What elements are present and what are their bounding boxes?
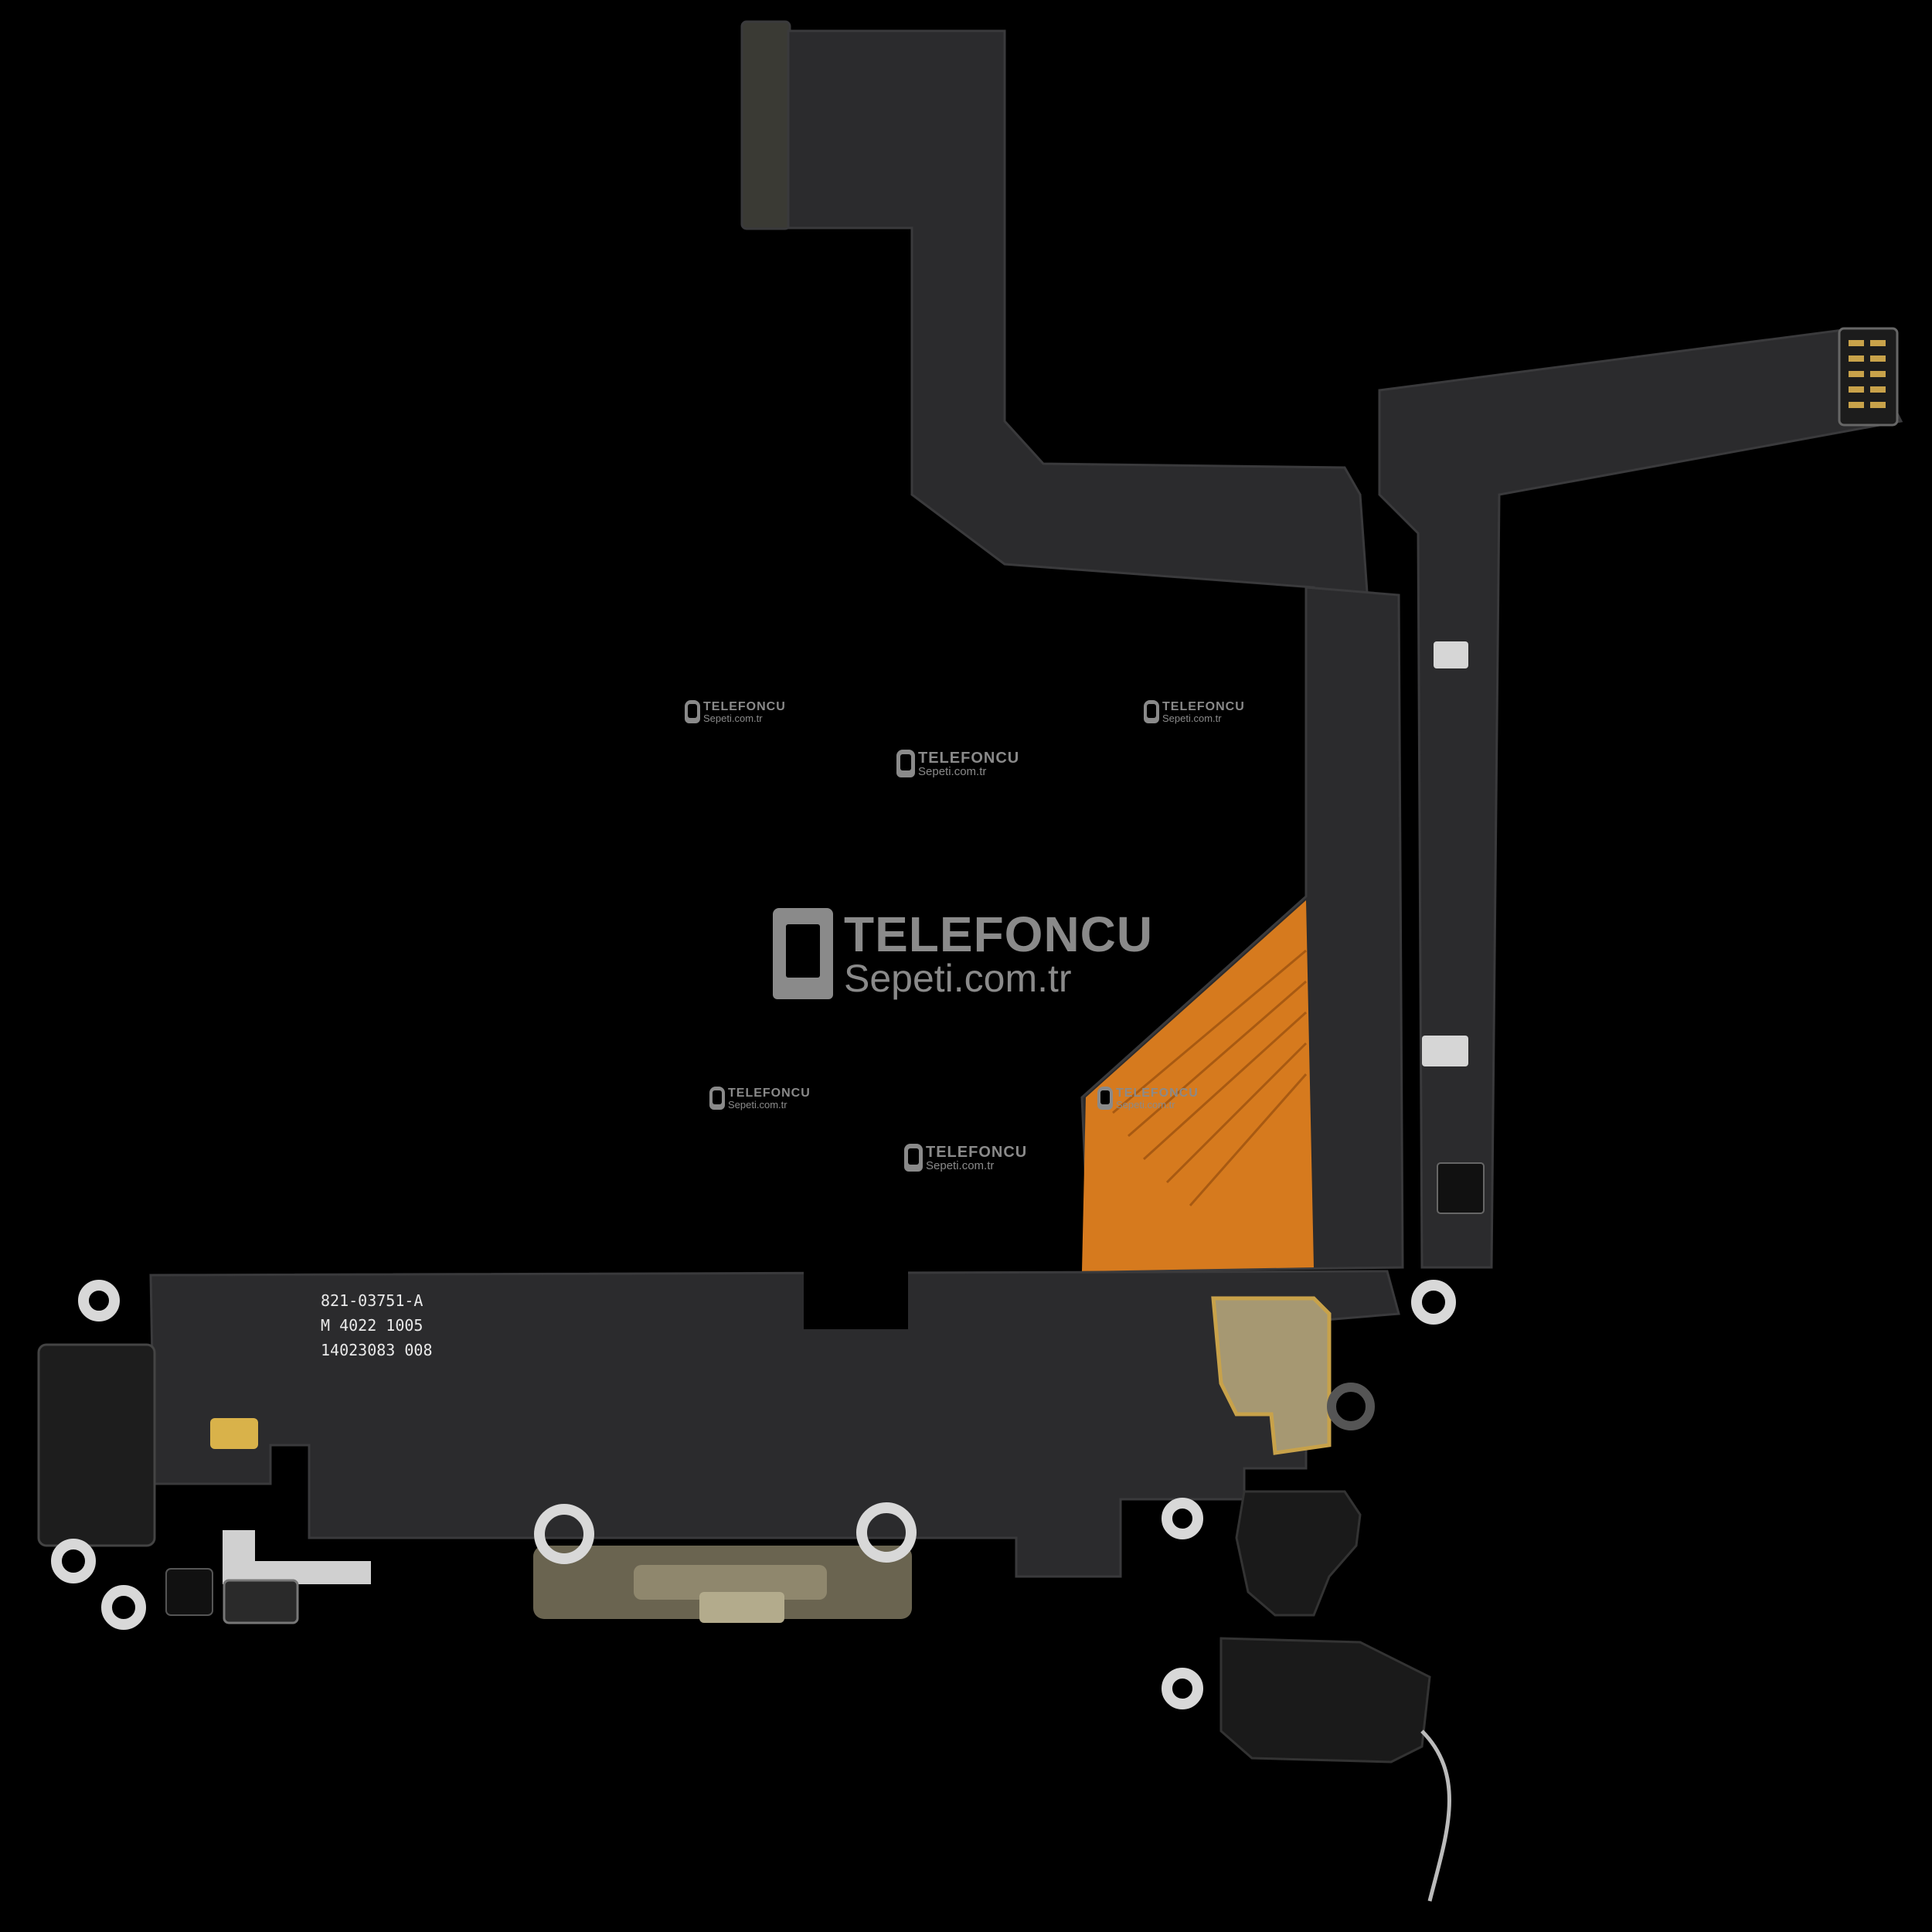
antenna-module-upper — [1235, 1490, 1362, 1617]
watermark-domain: Sepeti.com.tr — [1116, 1098, 1175, 1111]
watermark-domain: Sepeti.com.tr — [844, 957, 1072, 1000]
ring-left-low — [101, 1585, 146, 1630]
watermark-brand: TELEFONCU — [703, 699, 786, 713]
lower-left-bracket — [223, 1579, 299, 1624]
lower-left-sensor — [165, 1568, 213, 1616]
watermark-small: TELEFONCU Sepeti.com.tr — [1097, 1087, 1199, 1110]
watermark-domain: Sepeti.com.tr — [728, 1098, 787, 1111]
watermark-domain: Sepeti.com.tr — [1162, 712, 1222, 724]
watermark-phone-icon — [896, 750, 915, 777]
ring-right-1 — [1411, 1280, 1456, 1325]
top-connector-stiffener — [740, 20, 791, 230]
watermark-small: TELEFONCU Sepeti.com.tr — [685, 700, 786, 723]
right-arm-clip-top — [1434, 641, 1468, 668]
antenna-wire — [1420, 1730, 1451, 1902]
part-label-line2: M 4022 1005 — [321, 1316, 423, 1335]
antenna-module-lower — [1219, 1637, 1431, 1764]
ring-top-left — [78, 1280, 120, 1321]
screw-rings — [51, 1280, 1456, 1709]
part-label-line3: 14023083 008 — [321, 1341, 433, 1359]
watermark-small: TELEFONCU Sepeti.com.tr — [904, 1144, 1027, 1172]
watermark-domain: Sepeti.com.tr — [918, 764, 987, 778]
screw-ring-right — [856, 1502, 917, 1563]
board-notch — [804, 1271, 908, 1329]
left-mesh-pad — [37, 1343, 156, 1547]
watermark-domain: Sepeti.com.tr — [926, 1158, 995, 1172]
watermark-phone-icon — [709, 1087, 725, 1110]
watermark-brand: TELEFONCU — [1162, 699, 1245, 713]
watermark-phone-icon — [685, 700, 700, 723]
watermark-brand: TELEFONCU — [926, 1143, 1028, 1161]
watermark-domain: Sepeti.com.tr — [703, 712, 763, 724]
watermark-phone-icon — [1097, 1087, 1113, 1110]
watermark-brand: TELEFONCU — [844, 906, 1154, 962]
watermark-brand: TELEFONCU — [1116, 1086, 1199, 1100]
ring-left-mid — [51, 1539, 96, 1583]
screw-ring-left — [534, 1504, 594, 1564]
watermark-brand: TELEFONCU — [728, 1086, 811, 1100]
watermark-phone-icon — [904, 1144, 923, 1172]
right-arm-clip-mid — [1422, 1036, 1468, 1066]
orange-flex-traces — [1112, 949, 1308, 1206]
lightning-connector — [533, 1546, 912, 1623]
right-arm-sensor — [1437, 1162, 1485, 1214]
watermark-large: TELEFONCU Sepeti.com.tr — [773, 908, 1153, 999]
watermark-brand: TELEFONCU — [918, 749, 1020, 767]
ring-bottom-right-1 — [1162, 1498, 1203, 1539]
watermark-phone-icon — [1144, 700, 1159, 723]
microphone-pad — [210, 1418, 258, 1449]
part-label: 821-03751-A M 4022 1005 14023083 008 — [321, 1291, 433, 1359]
watermark-small: TELEFONCU Sepeti.com.tr — [709, 1087, 811, 1110]
ring-bottom-right-2 — [1162, 1668, 1203, 1709]
metal-bracket-bent — [223, 1530, 371, 1584]
gold-shield-plate — [1211, 1296, 1332, 1455]
watermark-phone-icon — [773, 908, 833, 999]
board-to-board-connector — [1838, 327, 1899, 427]
ring-right-dark — [1327, 1383, 1375, 1430]
watermark-small: TELEFONCU Sepeti.com.tr — [896, 750, 1019, 777]
watermark-small: TELEFONCU Sepeti.com.tr — [1144, 700, 1245, 723]
part-label-line1: 821-03751-A — [321, 1291, 423, 1310]
main-lower-board — [149, 1270, 1400, 1578]
